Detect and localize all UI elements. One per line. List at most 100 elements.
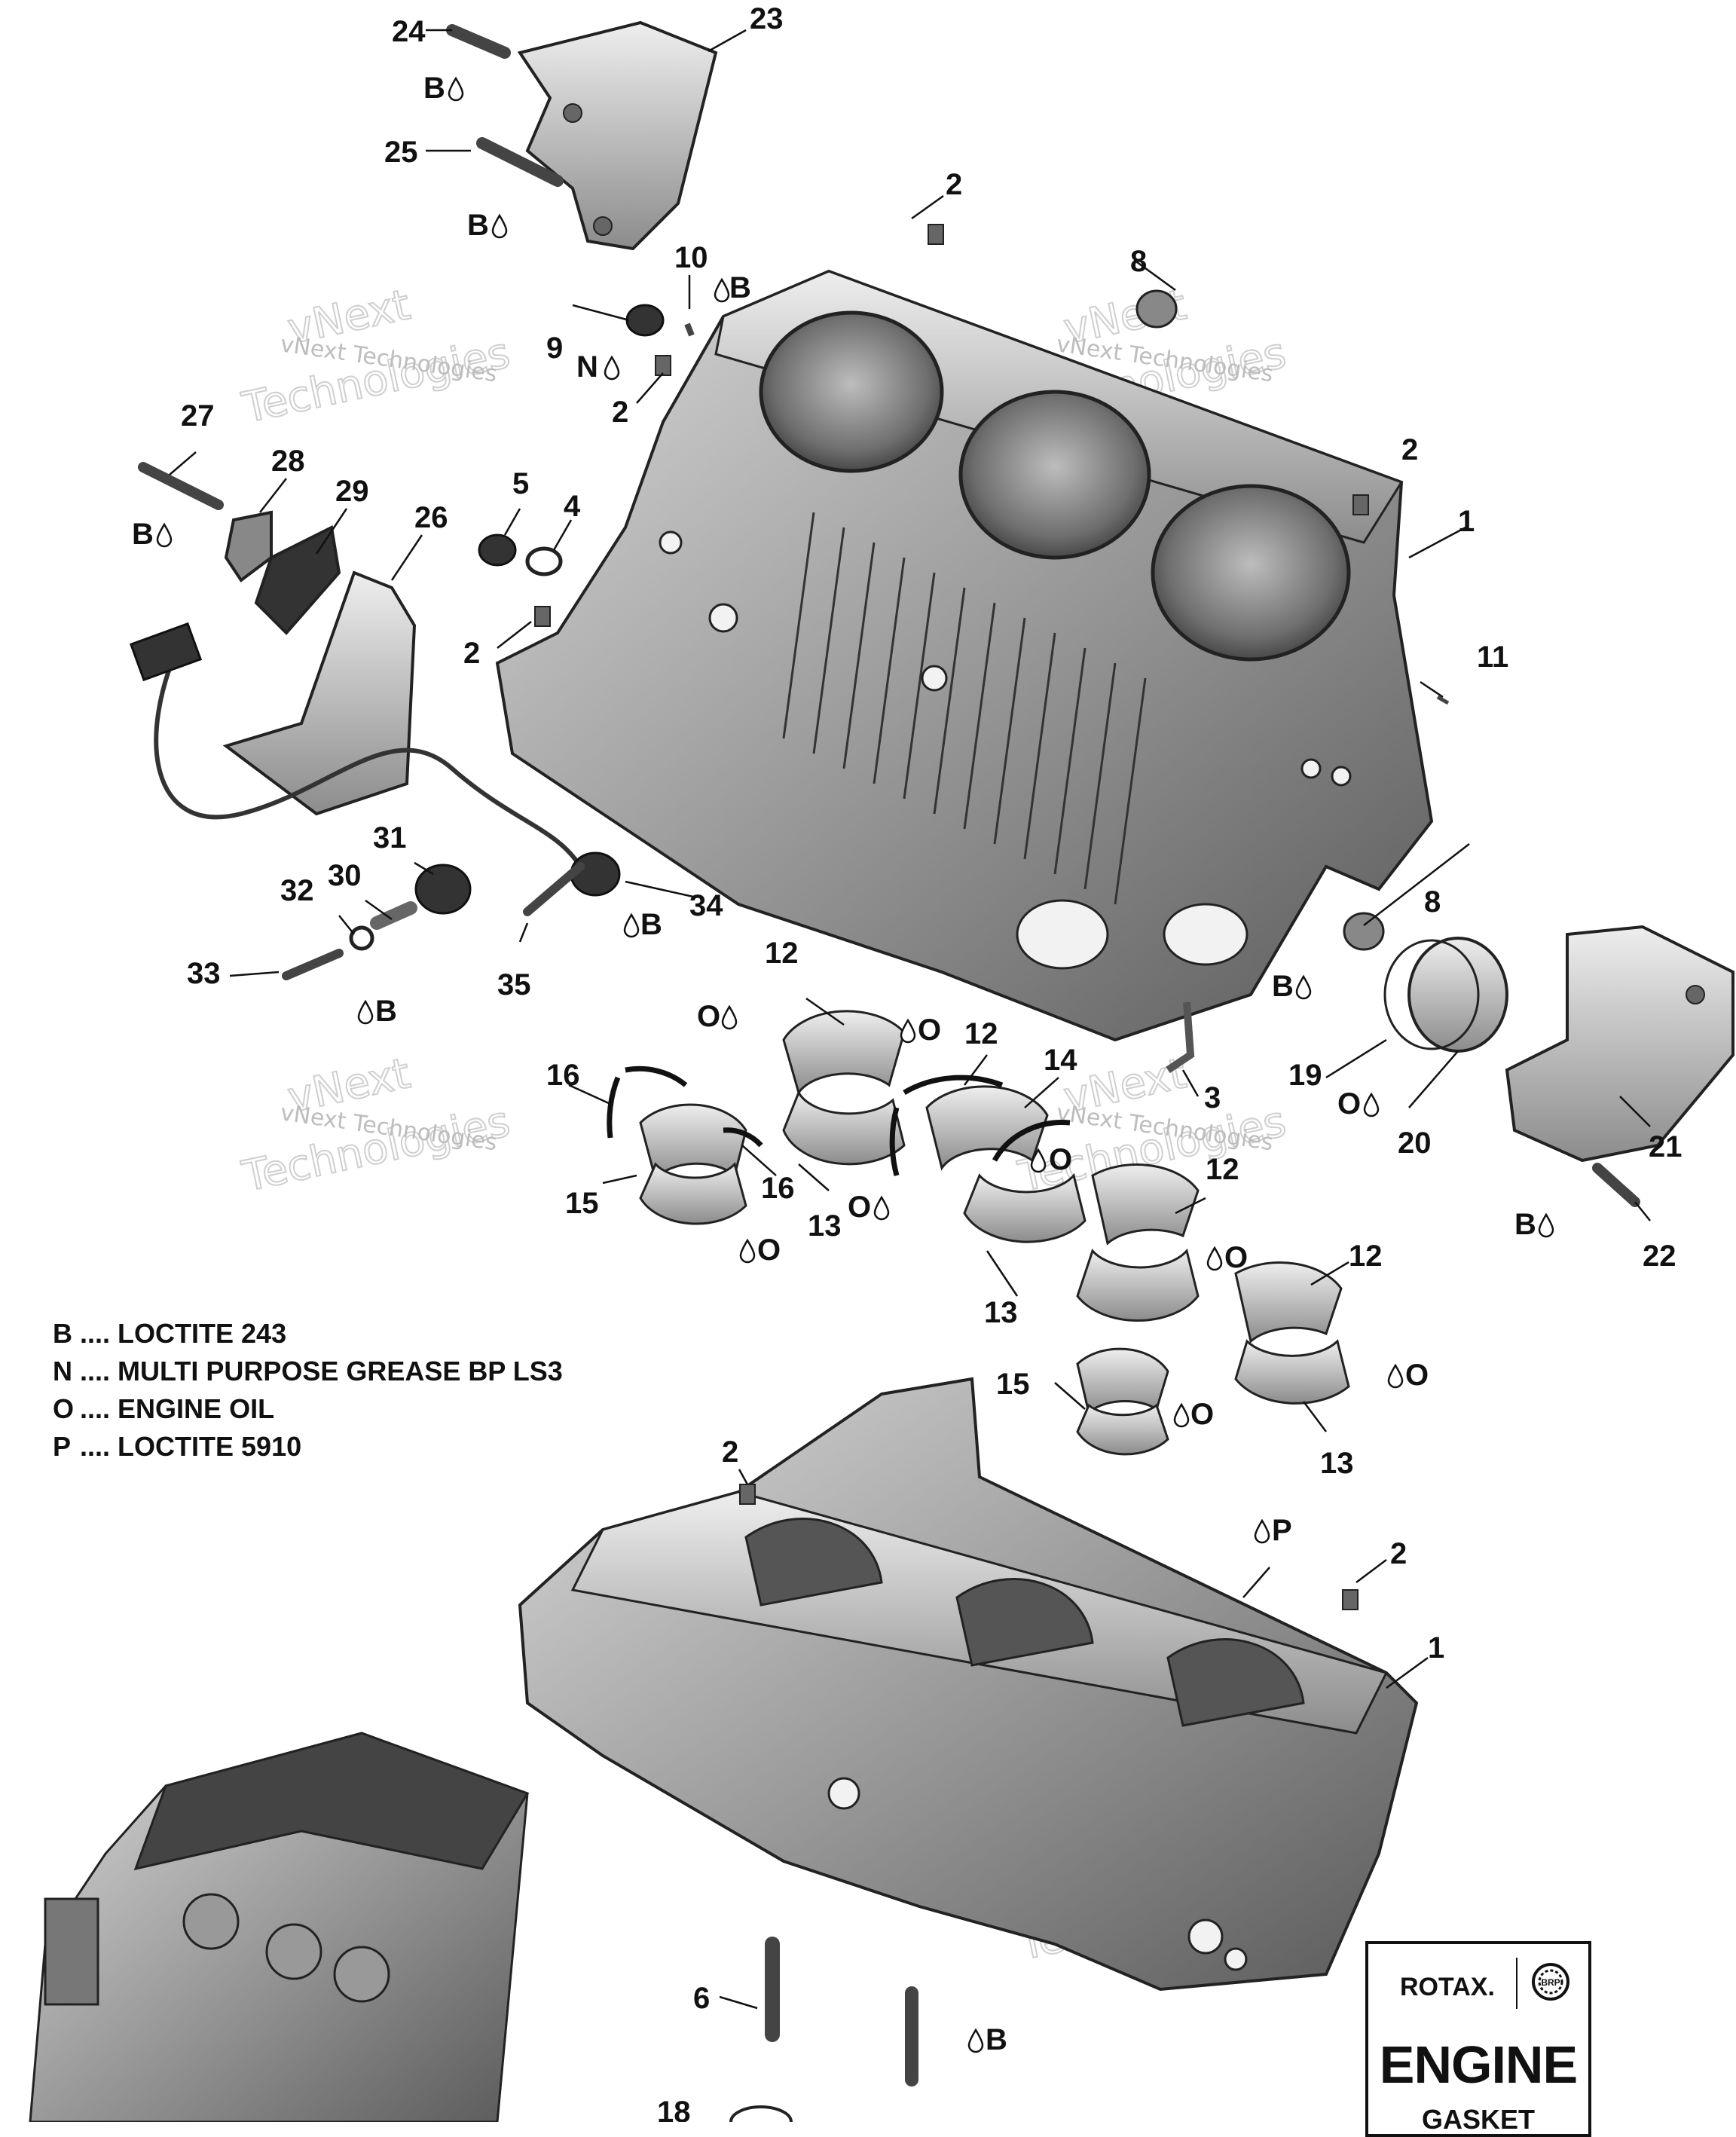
legend-separator: .... — [80, 1356, 111, 1386]
callout-2: 2 — [612, 396, 628, 429]
callout-14: 14 — [1044, 1044, 1077, 1077]
svg-text:O: O — [918, 1013, 941, 1047]
thrust-washers — [607, 1065, 1071, 1176]
legend-separator: .... — [80, 1393, 111, 1424]
dowel-2-part — [655, 355, 671, 376]
callout-1: 1 — [1458, 505, 1475, 538]
legend-text: MULTI PURPOSE GREASE BP LS3 — [118, 1356, 563, 1386]
cylinder-bore-2 — [958, 390, 1151, 560]
callout-35: 35 — [497, 968, 531, 1001]
svg-text:O: O — [1337, 1087, 1361, 1120]
svg-text:B: B — [729, 271, 751, 304]
dowel-2-part — [1352, 494, 1369, 515]
callout-27: 27 — [181, 399, 215, 433]
bolt-24-part — [446, 24, 511, 59]
legend-separator: .... — [80, 1431, 111, 1462]
svg-text:B: B — [1514, 1208, 1536, 1241]
svg-text:N: N — [576, 350, 598, 384]
legend-row: N .... MULTI PURPOSE GREASE BP LS3 — [53, 1353, 563, 1390]
bolt-33-part — [282, 949, 344, 980]
callout-31: 31 — [373, 821, 407, 854]
marker-p: P — [1254, 1514, 1292, 1547]
rotax-engine-gasket-tag: ROTAX. BRP ENGINE GASKET — [1365, 1941, 1591, 2137]
callout-2: 2 — [1401, 433, 1418, 466]
callout-15: 15 — [996, 1368, 1030, 1401]
callout-29: 29 — [335, 475, 369, 508]
bearing-halves — [639, 1010, 1350, 1456]
callout-25: 25 — [384, 136, 418, 169]
callout-12: 12 — [765, 937, 799, 970]
marker-o: O — [1206, 1241, 1248, 1274]
marker-o: O — [1030, 1143, 1072, 1176]
callout-2: 2 — [1390, 1537, 1407, 1570]
callout-2: 2 — [463, 637, 480, 670]
leader-lines — [169, 29, 1651, 2010]
callout-12: 12 — [1349, 1240, 1383, 1273]
o-ring-4-part — [525, 546, 563, 576]
svg-text:O: O — [1190, 1398, 1214, 1431]
dowel-2-part — [1342, 1589, 1359, 1610]
marker-o: O — [1173, 1398, 1214, 1431]
legend-text: LOCTITE 5910 — [118, 1431, 302, 1462]
marker-o: O — [848, 1191, 890, 1224]
bolt-35-part — [523, 862, 585, 916]
svg-text:B: B — [132, 518, 154, 551]
callout-9: 9 — [546, 332, 563, 365]
cover-20-part — [1407, 937, 1508, 1053]
callout-8: 8 — [1424, 885, 1441, 919]
callout-3: 3 — [1204, 1081, 1221, 1114]
brp-logo-icon: BRP — [1532, 1963, 1569, 2001]
marker-n: N — [576, 350, 620, 384]
callout-12: 12 — [1206, 1153, 1239, 1186]
spacer-31-part — [414, 864, 472, 915]
svg-text:B: B — [986, 2023, 1007, 2056]
callout-6: 6 — [693, 1982, 710, 2015]
callout-24: 24 — [392, 15, 426, 48]
divider — [1516, 1958, 1517, 2009]
callout-2: 2 — [722, 1435, 738, 1469]
sleeve-9-part — [625, 304, 665, 337]
o-ring-19-part — [1383, 939, 1480, 1050]
callout-22: 22 — [1643, 1240, 1676, 1273]
callout-13: 13 — [1320, 1447, 1354, 1480]
svg-text:B: B — [640, 908, 662, 941]
callout-23: 23 — [750, 2, 784, 35]
callout-13: 13 — [808, 1209, 842, 1243]
bolt-22-part — [1592, 1163, 1640, 1207]
svg-text:O: O — [1049, 1143, 1072, 1176]
marker-b: B — [967, 2023, 1007, 2056]
svg-text:O: O — [848, 1191, 871, 1224]
o-ring-17-part — [729, 2105, 793, 2122]
callout-26: 26 — [414, 501, 448, 534]
pin-10-part — [684, 323, 695, 337]
legend-code: N — [53, 1356, 72, 1386]
legend: B .... LOCTITE 243 N .... MULTI PURPOSE … — [53, 1315, 563, 1466]
marker-o: O — [739, 1234, 781, 1267]
callout-12: 12 — [964, 1017, 998, 1050]
marker-b: B — [1272, 970, 1312, 1003]
callout-4: 4 — [564, 490, 581, 523]
marker-o: O — [900, 1013, 941, 1047]
callout-30: 30 — [328, 859, 362, 892]
plug-8-part — [1135, 289, 1178, 329]
callout-33: 33 — [187, 957, 221, 990]
bolt-25-part — [476, 137, 564, 187]
marker-o: O — [1337, 1087, 1380, 1120]
lower-crankcase-part — [518, 1377, 1419, 1992]
rotax-title: ENGINE — [1379, 2035, 1578, 2094]
callout-13: 13 — [984, 1296, 1018, 1329]
dowel-2-part — [928, 224, 944, 245]
svg-text:O: O — [697, 1000, 720, 1033]
marker-b: B — [357, 995, 397, 1028]
callout-1: 1 — [1428, 1631, 1444, 1665]
svg-text:B: B — [467, 209, 489, 242]
bracket-21-part — [1505, 925, 1734, 1163]
dowel-2-part — [534, 606, 551, 627]
callout-19: 19 — [1288, 1059, 1322, 1092]
compound-markers: B B B N B B B O O O O O B O B O O O P B — [132, 72, 1554, 2056]
callout-8: 8 — [1130, 245, 1147, 278]
marker-b: B — [423, 72, 464, 105]
rotax-subtitle: GASKET — [1421, 2104, 1535, 2135]
svg-text:O: O — [1405, 1359, 1429, 1392]
callout-20: 20 — [1398, 1127, 1432, 1160]
